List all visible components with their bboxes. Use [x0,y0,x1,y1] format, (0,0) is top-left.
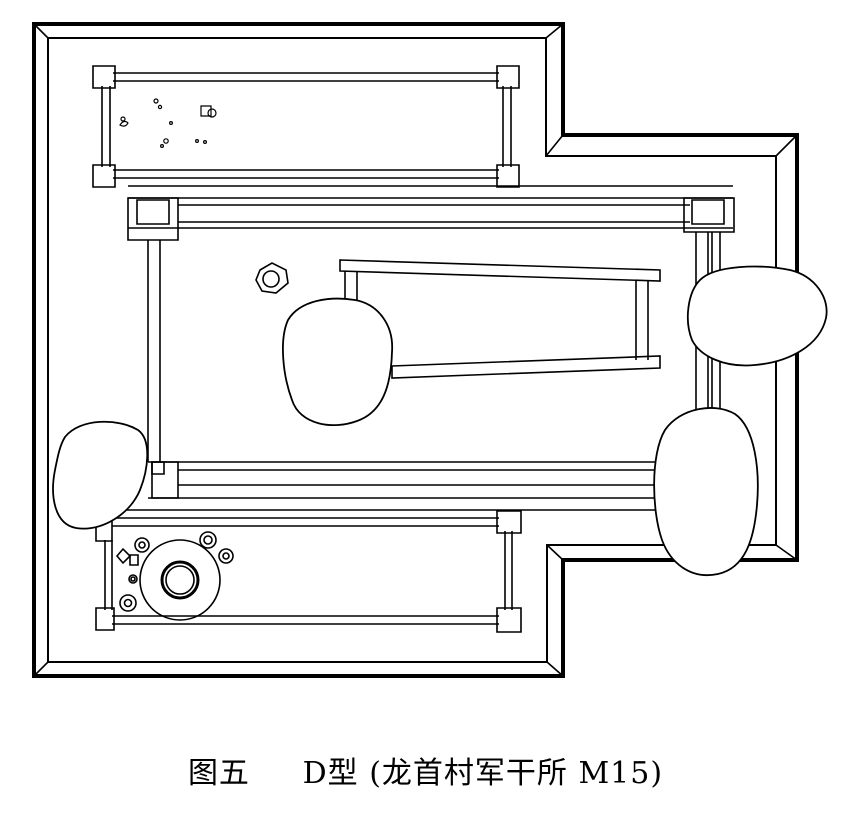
lower-coffin-bronze-vessels [117,532,233,620]
inner-coffin [340,260,660,378]
corner-bevel-line [546,135,563,156]
upper-coffin [93,66,519,187]
corner-bevel-line [546,24,563,38]
corner-bevel-line [776,545,797,560]
tomb-plan-drawing [0,0,851,720]
corner-bevel-line [34,24,48,38]
robber-hole [654,408,758,575]
robber-hole [53,422,147,529]
corner-bevel-line [547,662,563,676]
robber-hole [688,267,827,366]
robber-hole [283,299,392,426]
outer-coffin-frame [112,186,734,540]
ring-object [256,263,288,293]
corner-bevel-line [776,135,797,156]
figure-title: D型 (龙首村军干所 M15) [302,756,664,791]
tomb-pit-inner-ledge [48,38,776,662]
corner-bevel-line [34,662,48,676]
figure-label: 图五 [187,756,250,791]
upper-coffin-small-finds [120,99,216,147]
corner-bevel-line [547,545,563,560]
lower-coffin [96,511,521,632]
figure-caption: 图五 D型 (龙首村军干所 M15) [0,748,851,808]
